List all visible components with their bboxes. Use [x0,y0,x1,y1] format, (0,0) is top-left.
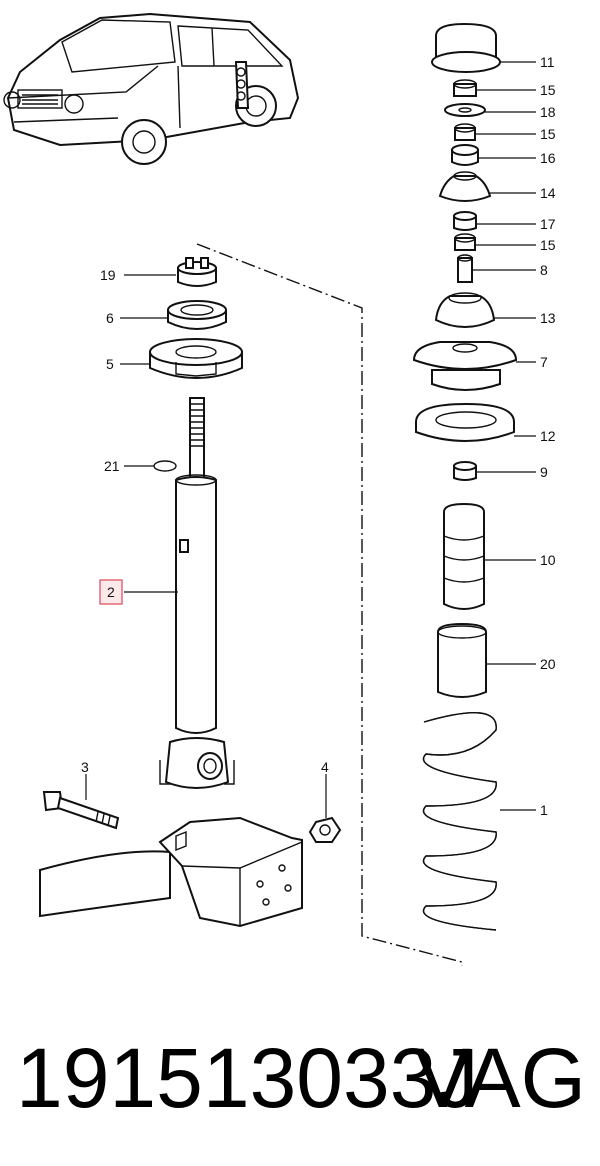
callout-1: 1 [540,802,548,818]
part-12-spring-pad [415,402,515,442]
callout-13: 13 [540,310,556,326]
callout-15-a: 15 [540,82,556,98]
callout-3: 3 [81,759,89,775]
callout-15-b: 15 [540,126,556,142]
part-7-spring-seat [412,341,518,391]
callout-15-c: 15 [540,237,556,253]
brand-label: VAG [414,1031,586,1125]
part-16-bushing [451,144,479,166]
part-15-nut-c [454,233,476,251]
part-15-nut-b [454,123,476,141]
callout-18: 18 [540,104,556,120]
part-number: 191513033J [16,1031,479,1125]
footer: 191513033J VAG [0,1020,600,1140]
callout-7: 7 [540,354,548,370]
part-3-bolt [42,791,120,830]
callout-21: 21 [104,458,120,474]
callout-8: 8 [540,262,548,278]
callout-2: 2 [107,584,115,600]
part-17-spacer [453,211,477,231]
part-9-spacer [453,461,477,481]
highlight-box-part-2 [99,579,123,605]
callout-5: 5 [106,356,114,372]
part-18-washer [444,103,486,117]
callout-19: 19 [100,267,116,283]
part-2-shock-absorber [159,397,235,789]
leader-lines [85,61,536,818]
part-8-sleeve [457,254,473,283]
callout-16: 16 [540,150,556,166]
part-13-bearing [434,292,496,328]
part-15-nut-a [453,79,477,97]
part-14-rubber-mount [438,171,492,202]
part-20-dust-boot [437,622,487,698]
part-19-slotted-nut [177,257,217,287]
callout-11: 11 [540,54,555,70]
part-11-cap [431,22,501,73]
callout-4: 4 [321,759,329,775]
exploded-parts-diagram: 19 6 5 21 2 3 4 11 15 18 15 16 14 17 15 … [3,12,556,966]
callout-9: 9 [540,464,548,480]
part-6-bushing [167,300,227,330]
callout-20: 20 [540,656,556,672]
callout-6: 6 [106,310,114,326]
callout-12: 12 [540,428,556,444]
assembly-dash-line [196,243,463,966]
part-1-coil-spring [422,712,497,931]
callout-17: 17 [540,216,556,232]
part-5-mounting-plate [149,338,243,379]
part-21-circlip [153,460,177,472]
callout-14: 14 [540,185,556,201]
callout-10: 10 [540,552,556,568]
part-4-nut [308,816,342,843]
axle-bracket [39,816,303,928]
part-10-bump-stop [443,502,485,610]
car-thumbnail [3,12,300,165]
